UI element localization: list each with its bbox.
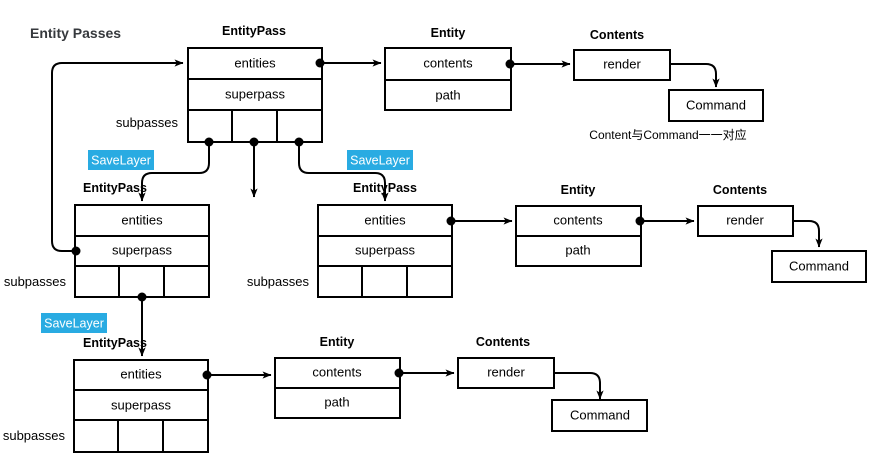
anchor-dot — [294, 137, 304, 147]
entity-pass-c-field-superpass: superpass — [111, 397, 171, 412]
entity-pass-root-subpasses-label: subpasses — [116, 115, 179, 130]
connectors — [51, 59, 823, 400]
contents-top-field-render: render — [603, 56, 641, 71]
anchor-dot — [505, 59, 515, 69]
anchor-dot — [204, 137, 214, 147]
entity-pass-a-field-entities: entities — [121, 212, 163, 227]
entity-pass-b-title: EntityPass — [353, 181, 417, 195]
anchor-dot — [394, 368, 404, 378]
anchor-dot — [202, 370, 212, 380]
contents-bottom-title: Contents — [476, 335, 530, 349]
entity-pass-a-title: EntityPass — [83, 181, 147, 195]
entity-mid-title: Entity — [561, 183, 596, 197]
anchor-dot — [315, 58, 325, 68]
node-contents-mid[interactable]: Contents render — [697, 183, 794, 237]
entity-top-field-path: path — [435, 87, 460, 102]
contents-top-title: Contents — [590, 28, 644, 42]
badge-save-layer-a[interactable]: SaveLayer — [88, 150, 154, 170]
entity-pass-a-field-superpass: superpass — [112, 242, 172, 257]
save-layer-badge-c-label: SaveLayer — [44, 316, 104, 330]
entity-pass-b-box[interactable] — [317, 204, 453, 298]
link-superpass-a-to-rootpass — [51, 59, 184, 252]
entity-bottom-field-path: path — [324, 394, 349, 409]
anchor-dot — [635, 216, 645, 226]
command-mid-box[interactable] — [771, 250, 867, 283]
entity-pass-b-subpasses-label: subpasses — [247, 274, 310, 289]
link-contents-mid-to-command-mid — [793, 220, 823, 248]
entity-bottom-field-contents: contents — [312, 364, 362, 379]
entity-pass-root-title: EntityPass — [222, 24, 286, 38]
node-contents-top[interactable]: Contents render — [573, 28, 671, 81]
contents-bottom-box[interactable] — [457, 357, 555, 389]
node-entity-top[interactable]: Entity contents path — [384, 26, 515, 111]
page-title: Entity Passes — [30, 25, 121, 41]
node-entity-pass-a[interactable]: EntityPass entities superpass subpasses — [4, 181, 210, 302]
badge-save-layer-b[interactable]: SaveLayer — [347, 150, 413, 170]
node-entity-pass-root[interactable]: EntityPass entities superpass subpasses — [116, 24, 325, 147]
anchor-dot — [137, 292, 147, 302]
save-layer-badge-a-label: SaveLayer — [91, 153, 151, 167]
node-entity-mid[interactable]: Entity contents path — [515, 183, 645, 267]
contents-mid-title: Contents — [713, 183, 767, 197]
node-command-bottom[interactable]: Command — [551, 399, 648, 432]
entity-top-title: Entity — [431, 26, 466, 40]
contents-mid-box[interactable] — [697, 205, 794, 237]
command-mid-label: Command — [789, 258, 849, 273]
anchor-dot — [249, 137, 259, 147]
anchor-dot — [71, 246, 81, 256]
entity-pass-c-subpasses-label: subpasses — [3, 428, 66, 443]
entity-pass-root-box[interactable] — [187, 47, 323, 143]
entity-pass-c-field-entities: entities — [120, 366, 162, 381]
entity-mid-field-path: path — [565, 242, 590, 257]
link-contents-bottom-to-command-bottom — [554, 372, 604, 400]
command-bottom-box[interactable] — [551, 399, 648, 432]
entity-mid-field-contents: contents — [553, 212, 603, 227]
link-rootpass-subpass3-to-passB — [298, 142, 389, 202]
contents-top-box[interactable] — [573, 49, 671, 81]
entity-bottom-title: Entity — [320, 335, 355, 349]
node-entity-pass-c[interactable]: EntityPass entities superpass subpasses — [3, 336, 212, 453]
command-top-label: Command — [686, 97, 746, 112]
entity-pass-a-subpasses-label: subpasses — [4, 274, 67, 289]
note-content-command-mapping: Content与Command一一对应 — [589, 127, 746, 142]
save-layer-badge-a-rect[interactable] — [88, 150, 154, 170]
badge-save-layer-c[interactable]: SaveLayer — [41, 313, 107, 333]
link-contents-top-to-command — [670, 63, 720, 88]
command-bottom-label: Command — [570, 407, 630, 422]
entity-pass-c-box[interactable] — [73, 359, 209, 453]
node-command-mid[interactable]: Command — [771, 250, 867, 283]
command-top-box[interactable] — [668, 89, 764, 122]
entity-pass-b-field-superpass: superpass — [355, 242, 415, 257]
save-layer-badge-b-rect[interactable] — [347, 150, 413, 170]
node-command-top[interactable]: Command — [668, 89, 764, 122]
node-contents-bottom[interactable]: Contents render — [457, 335, 555, 389]
entity-pass-root-field-superpass: superpass — [225, 86, 285, 101]
entity-pass-b-field-entities: entities — [364, 212, 406, 227]
node-entity-bottom[interactable]: Entity contents path — [274, 335, 404, 419]
contents-bottom-field-render: render — [487, 364, 525, 379]
anchor-dot — [446, 216, 456, 226]
save-layer-badge-c-rect[interactable] — [41, 313, 107, 333]
contents-mid-field-render: render — [726, 212, 764, 227]
entity-top-field-contents: contents — [423, 55, 473, 70]
entity-pass-root-field-entities: entities — [234, 55, 276, 70]
link-rootpass-subpass1-to-passA — [138, 142, 210, 202]
save-layer-badge-b-label: SaveLayer — [350, 153, 410, 167]
entity-pass-a-box[interactable] — [74, 204, 210, 298]
node-entity-pass-b[interactable]: EntityPass entities superpass subpasses — [247, 181, 456, 298]
entity-pass-c-title: EntityPass — [83, 336, 147, 350]
